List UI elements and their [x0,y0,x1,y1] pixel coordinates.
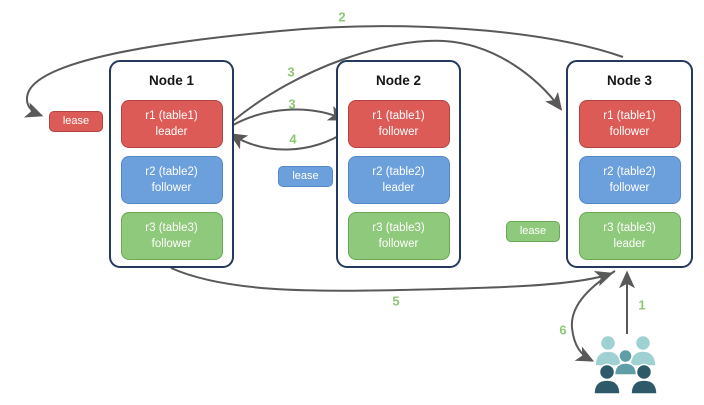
users-group-icon [593,334,658,395]
replica-role: follower [609,126,650,138]
replica-role: follower [609,182,650,194]
replica-name: r2 (table2) [372,165,425,178]
replica-role: follower [151,238,192,250]
replica-name: r1 (table1) [145,109,198,122]
node-2: Node 2 r1 (table1) follower r2 (table2) … [336,60,461,268]
node-1-replica-r2: r2 (table2) follower [120,156,223,204]
step-label-2: 2 [338,9,346,25]
replica-name: r2 (table2) [603,165,656,178]
node-1-replica-r1: r1 (table1) leader [120,100,223,148]
step-label-6: 6 [559,322,567,338]
lease-label-blue: lease [278,166,333,187]
replica-name: r3 (table3) [145,221,198,234]
node-3-replica-r2: r2 (table2) follower [578,156,681,204]
replica-role: follower [378,238,419,250]
node-1-title: Node 1 [148,73,194,88]
step-label-1: 1 [638,297,646,313]
step-label-3-upper: 3 [287,64,295,80]
arrow-step-5 [170,267,614,292]
step-label-3-lower: 3 [288,96,296,112]
node-1-replica-r3: r3 (table3) follower [120,212,223,260]
node-3-replica-r1: r1 (table1) follower [578,100,681,148]
lease-label-red: lease [49,111,103,132]
lease-label-green: lease [506,221,560,242]
node-3-title: Node 3 [606,73,652,88]
replica-role: follower [378,126,419,138]
node-3-replica-r3: r3 (table3) leader [578,212,681,260]
step-label-4: 4 [289,131,297,147]
step-label-5: 5 [392,293,400,309]
node-2-replica-r1: r1 (table1) follower [347,100,450,148]
arrow-step-3-short [232,105,347,126]
node-2-replica-r2: r2 (table2) leader [347,156,450,204]
replica-role: leader [613,238,646,250]
replica-name: r3 (table3) [603,221,656,234]
replica-name: r3 (table3) [372,221,425,234]
replica-name: r1 (table1) [603,109,656,122]
node-1: Node 1 r1 (table1) leader r2 (table2) fo… [109,60,234,268]
replica-role: leader [155,126,188,138]
replica-name: r1 (table1) [372,109,425,122]
node-3: Node 3 r1 (table1) follower r2 (table2) … [566,60,693,268]
replica-role: follower [151,182,192,194]
replica-role: leader [382,182,415,194]
replica-name: r2 (table2) [145,165,198,178]
node-2-replica-r3: r3 (table3) follower [347,212,450,260]
node-2-title: Node 2 [375,73,421,88]
